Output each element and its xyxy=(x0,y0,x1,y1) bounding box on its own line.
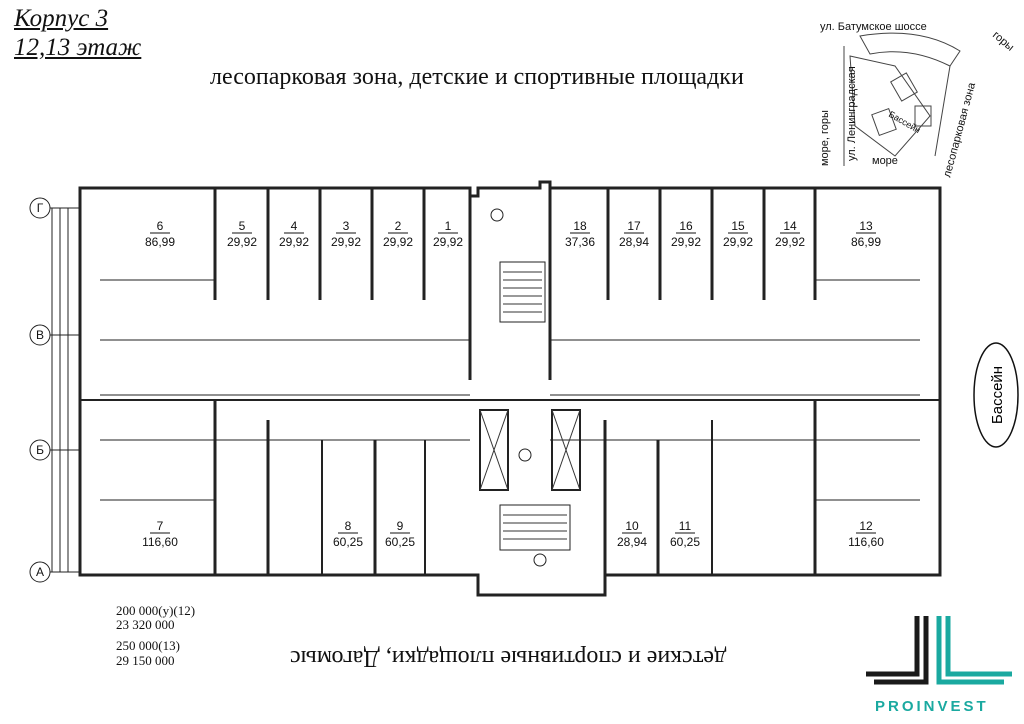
axis-label-g: Г xyxy=(37,201,44,215)
site-road-left: ул. Ленинградская xyxy=(846,66,858,161)
site-forest: лесопарковая зона xyxy=(941,81,978,179)
proinvest-logo-icon xyxy=(866,616,1012,685)
apartment-area: 28,94 xyxy=(617,535,647,549)
site-sea: море xyxy=(872,155,898,167)
pool-label: Бассейн xyxy=(989,366,1006,424)
apartment-area: 29,92 xyxy=(331,235,361,249)
building-name: Корпус 3 xyxy=(14,5,109,32)
price-floor-12-label: 200 000(у)(12) xyxy=(116,603,196,618)
apartment-area: 29,92 xyxy=(723,235,753,249)
apartment-number: 9 xyxy=(397,519,404,533)
apartment-number: 10 xyxy=(625,519,639,533)
apartment-area: 29,92 xyxy=(775,235,805,249)
apartment-number: 16 xyxy=(679,219,693,233)
apartment-number: 11 xyxy=(679,519,692,533)
price-floor-13-label: 250 000(13) xyxy=(116,638,180,653)
pool-outline xyxy=(973,342,1019,448)
apartment-area: 116,60 xyxy=(848,535,884,549)
price-floor-12-total: 23 320 000 xyxy=(116,617,175,632)
site-pool: Бассейн xyxy=(887,109,922,135)
axis-label-v: В xyxy=(36,328,44,342)
apartment-number: 12 xyxy=(859,519,873,533)
apartment-area: 29,92 xyxy=(383,235,413,249)
apartment-area: 29,92 xyxy=(227,235,257,249)
apartment-area: 29,92 xyxy=(433,235,463,249)
apartment-area: 60,25 xyxy=(333,535,363,549)
apartment-number: 3 xyxy=(343,219,350,233)
price-floor-13-total: 29 150 000 xyxy=(116,653,175,668)
apartment-number: 13 xyxy=(859,219,873,233)
apartment-number: 7 xyxy=(157,519,164,533)
apartment-area: 29,92 xyxy=(279,235,309,249)
site-mountains: горы xyxy=(990,29,1016,54)
apartment-number: 15 xyxy=(731,219,745,233)
site-plan: ул. Батумское шоссе горы ул. Ленинградск… xyxy=(819,21,1016,179)
apartment-number: 2 xyxy=(395,219,402,233)
logo-text: PROINVEST xyxy=(875,698,989,715)
apartment-number: 1 xyxy=(445,219,452,233)
top-caption: лесопарковая зона, детские и спортивные … xyxy=(210,64,744,90)
apartment-number: 14 xyxy=(783,219,797,233)
building-title: Корпус 3 12,13 этаж xyxy=(14,4,141,62)
axis-label-b: Б xyxy=(36,443,44,457)
site-road-top: ул. Батумское шоссе xyxy=(820,21,927,33)
apartment-number: 17 xyxy=(627,219,641,233)
apartment-area: 29,92 xyxy=(671,235,701,249)
apartment-area: 60,25 xyxy=(385,535,415,549)
site-sea-mountains: море, горы xyxy=(819,110,831,166)
apartment-area: 37,36 xyxy=(565,235,595,249)
apartment-number: 4 xyxy=(291,219,298,233)
apartment-number: 8 xyxy=(345,519,352,533)
apartment-area: 28,94 xyxy=(619,235,649,249)
apartment-area: 86,99 xyxy=(851,235,881,249)
apartment-number: 18 xyxy=(573,219,587,233)
floor-range: 12,13 этаж xyxy=(14,34,142,61)
apartment-area: 86,99 xyxy=(145,235,175,249)
apartment-area: 60,25 xyxy=(670,535,700,549)
apartment-number: 6 xyxy=(157,219,164,233)
bottom-caption: детские и спортивные площадки, Дагомыс xyxy=(290,645,727,671)
apartment-number: 5 xyxy=(239,219,246,233)
apartment-area: 116,60 xyxy=(142,535,178,549)
axis-label-a: А xyxy=(36,565,44,579)
